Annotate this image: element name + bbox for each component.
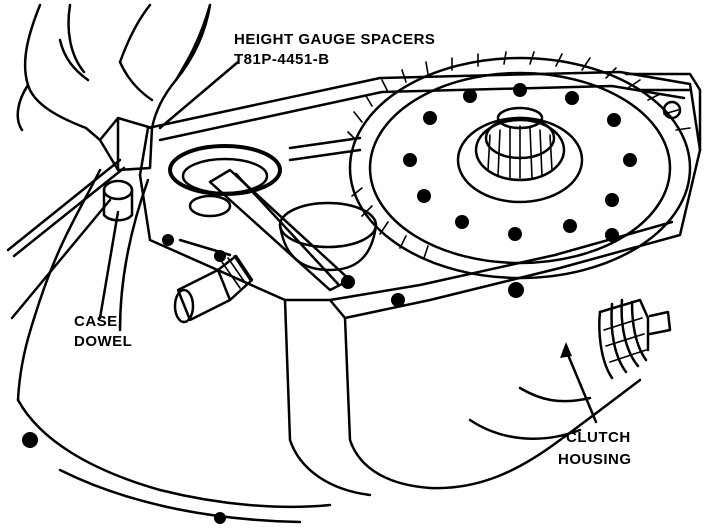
input-shaft-boot: [598, 298, 672, 380]
ring-gear: [347, 51, 692, 280]
threaded-fitting: [173, 250, 254, 324]
right-cover: [624, 72, 702, 152]
transmission-case: [16, 70, 702, 524]
case-bore: [168, 136, 378, 272]
label-height-gauge-spacers: HEIGHT GAUGE SPACERS: [234, 31, 435, 48]
flange-bolt-holes: [22, 228, 619, 524]
case-dowel-pin: [102, 179, 134, 222]
leader-lines: [10, 60, 598, 424]
height-gauge-bar: [208, 168, 352, 292]
label-housing: HOUSING: [558, 451, 632, 468]
label-case: CASE: [74, 313, 118, 330]
label-dowel: DOWEL: [74, 333, 132, 350]
label-clutch: CLUTCH: [566, 429, 631, 446]
label-part-number: T81P-4451-B: [234, 51, 330, 68]
technician-hands: [6, 3, 212, 258]
